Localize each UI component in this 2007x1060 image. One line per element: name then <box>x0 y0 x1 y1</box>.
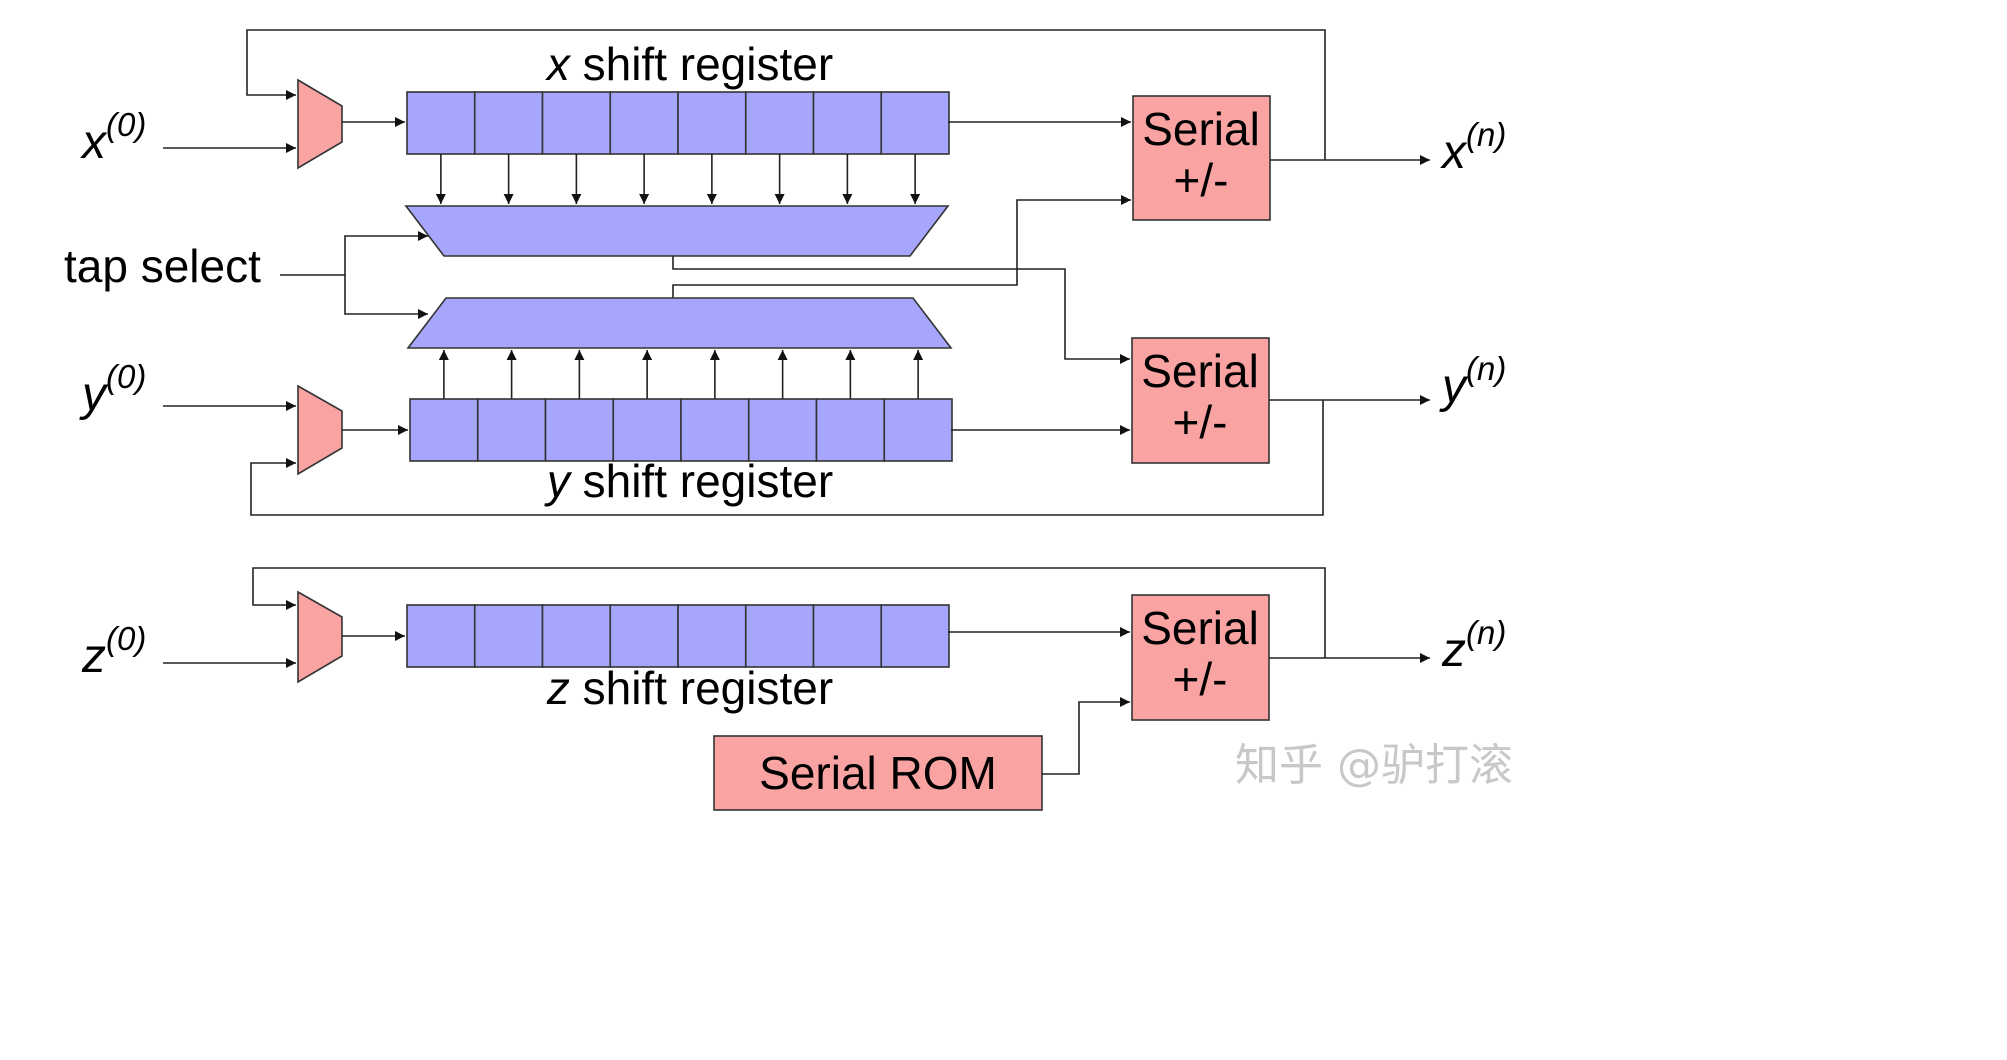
z-mux <box>297 590 343 684</box>
y-register-cell <box>883 398 953 462</box>
z-register-cell <box>880 604 950 668</box>
x-selector-to-y-adder-wire <box>672 256 1130 364</box>
x-serial-adder <box>1132 95 1271 221</box>
z-output-label: z(n) <box>1441 614 1506 677</box>
x-adder-label-line1: Serial <box>1142 103 1260 155</box>
z-row: Serial +/- Serial ROM <box>163 567 1430 811</box>
serial-rom-label: Serial ROM <box>759 747 997 799</box>
y-mux <box>297 384 343 476</box>
y-register-cell <box>476 398 547 462</box>
x-register-cell <box>812 91 883 155</box>
x-adder-label-line2: +/- <box>1174 154 1229 206</box>
x-feedback-wire <box>246 29 1326 160</box>
z-register-cell <box>609 604 679 668</box>
x-input-label: x(0) <box>80 106 146 169</box>
y-register-label: y shift register <box>544 455 833 507</box>
y-register-cell <box>612 398 682 462</box>
y-selector-to-x-adder-wire <box>672 195 1131 298</box>
z-register-cell <box>406 604 476 668</box>
x-row: Serial +/- <box>163 29 1430 257</box>
x-output-label: x(n) <box>1440 116 1506 179</box>
y-tap-arrows <box>438 350 924 399</box>
x-register-label: x shift register <box>545 38 833 90</box>
tap-select-group: tap select <box>64 231 428 319</box>
y-serial-adder <box>1131 337 1270 464</box>
y-feedback-wire <box>250 400 1324 516</box>
z-feedback-wire <box>252 567 1326 658</box>
rom-to-z-adder-wire <box>1042 697 1130 775</box>
z-register-cell <box>473 604 544 668</box>
z-input-label: z(0) <box>81 620 146 683</box>
tap-select-wire-to-x <box>344 231 428 275</box>
z-register-label: z shift register <box>546 662 833 714</box>
z-adder-label-line2: +/- <box>1173 653 1228 705</box>
x-register-cell <box>406 91 476 155</box>
y-adder-label-line1: Serial <box>1141 345 1259 397</box>
z-adder-label-line1: Serial <box>1141 602 1259 654</box>
z-register-cell <box>744 604 815 668</box>
y-register-cell <box>680 398 750 462</box>
y-adder-label-line2: +/- <box>1173 396 1228 448</box>
x-tap-arrows <box>435 154 921 204</box>
x-register-cell <box>473 91 544 155</box>
z-serial-adder <box>1131 594 1270 721</box>
x-register-cell <box>541 91 612 155</box>
y-output-label: y(n) <box>1439 350 1506 413</box>
y-input-label: y(0) <box>79 358 146 421</box>
y-tap-selector <box>406 297 953 349</box>
y-register-cell <box>747 398 818 462</box>
x-shift-register <box>406 91 950 155</box>
x-register-cell <box>677 91 747 155</box>
z-register-cell <box>541 604 612 668</box>
x-register-cell <box>744 91 815 155</box>
tap-select-wire-to-y <box>344 275 428 319</box>
z-register-cell <box>812 604 883 668</box>
x-register-cell <box>880 91 950 155</box>
y-register-cell <box>409 398 479 462</box>
z-shift-register <box>406 604 950 668</box>
serial-rom <box>713 735 1043 811</box>
x-tap-selector <box>404 205 950 257</box>
watermark: 知乎 @驴打滚 <box>1235 740 1513 791</box>
tap-select-label: tap select <box>64 240 261 292</box>
x-register-cell <box>609 91 679 155</box>
y-row: Serial +/- <box>163 297 1430 516</box>
y-register-cell <box>815 398 886 462</box>
y-shift-register <box>409 398 953 462</box>
z-register-cell <box>677 604 747 668</box>
y-register-cell <box>544 398 615 462</box>
x-mux <box>297 78 343 170</box>
